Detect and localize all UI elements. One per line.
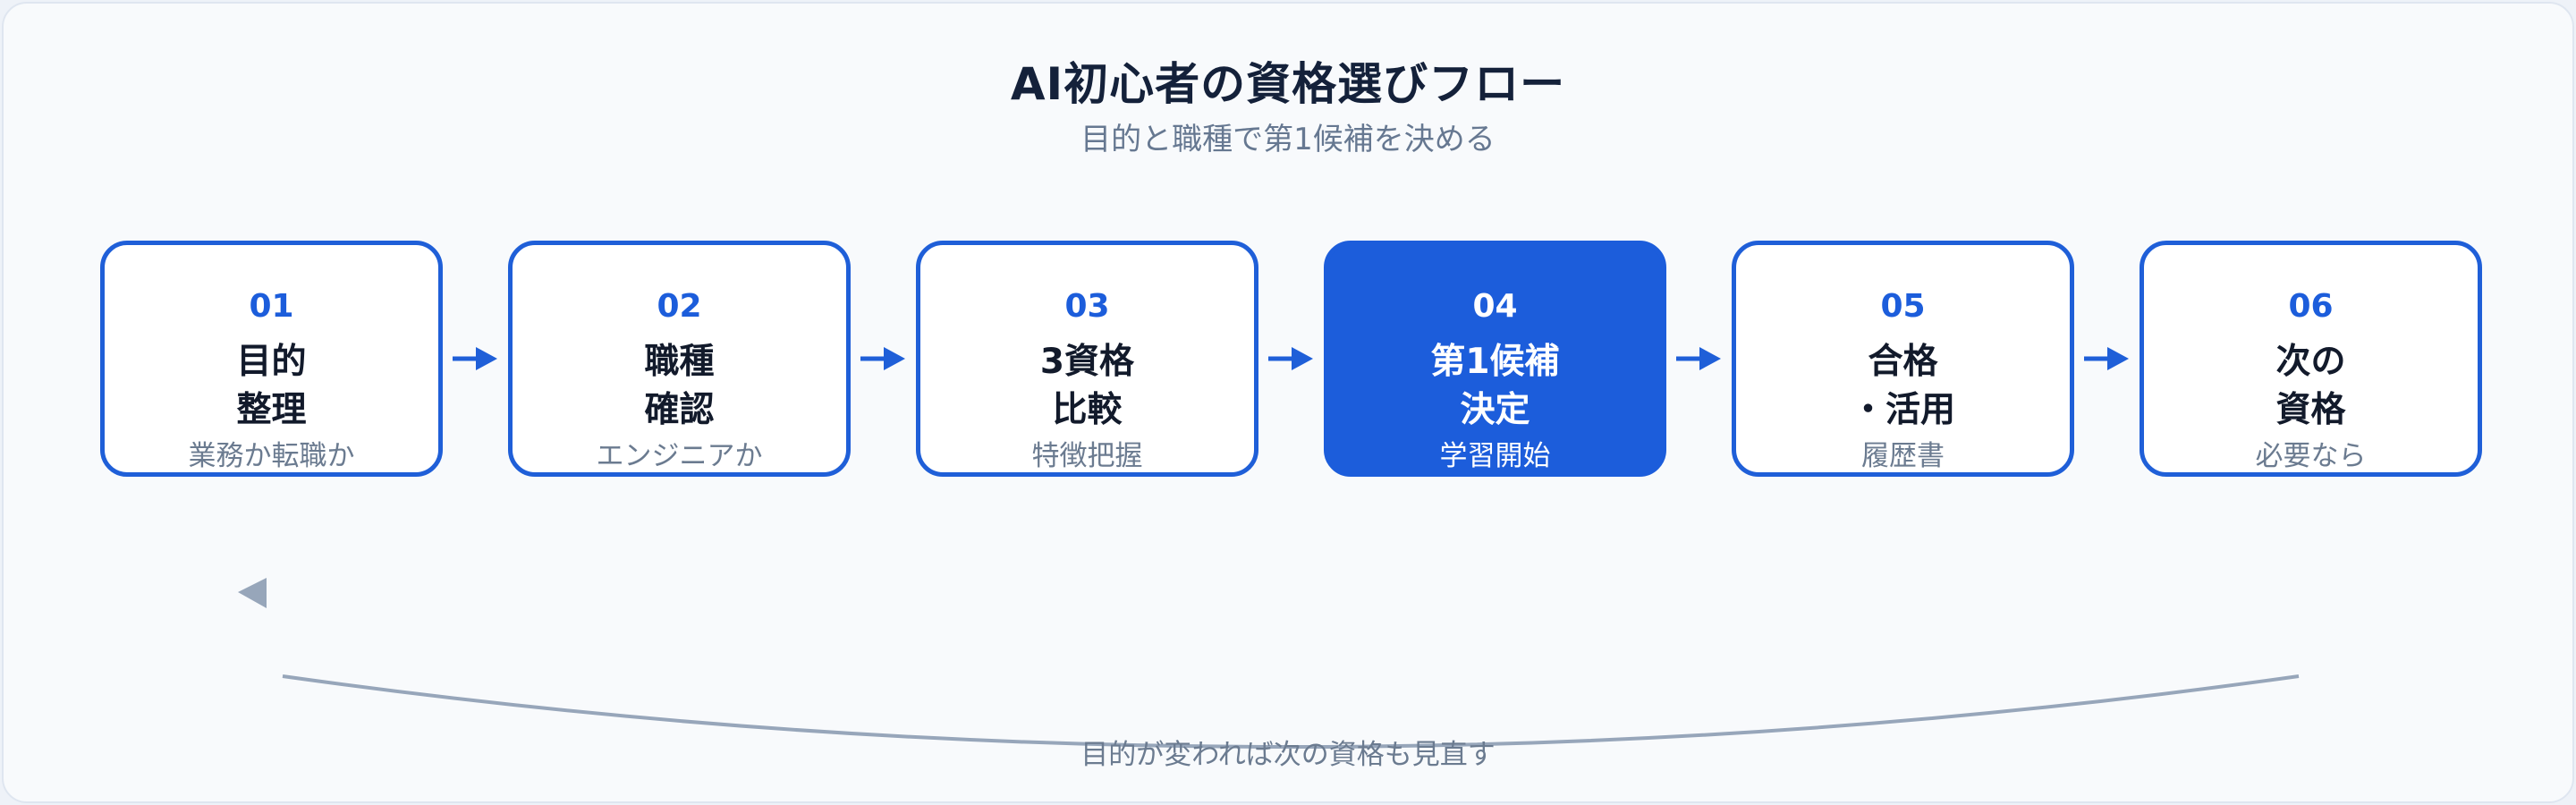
step-01-number: 01 bbox=[249, 288, 294, 325]
step-05-note: 履歴書 bbox=[1861, 440, 1945, 472]
step-05-label: 合格 ・活用 bbox=[1736, 338, 2070, 435]
step-01-box: 01 目的 整理 業務か転職か bbox=[100, 241, 443, 477]
diagram-subtitle: 目的と職種で第1候補を決める bbox=[1080, 122, 1496, 157]
step-06-note: 必要なら bbox=[2255, 440, 2367, 472]
step-04-number: 04 bbox=[1472, 288, 1518, 325]
step-06-box: 06 次の 資格 必要なら bbox=[2140, 241, 2482, 477]
step-03-number: 03 bbox=[1064, 288, 1110, 325]
step-01-note: 業務か転職か bbox=[188, 440, 355, 472]
step-03-box: 03 3資格 比較 特徴把握 bbox=[916, 241, 1258, 477]
step-06-label-line2: 資格 bbox=[2275, 390, 2346, 430]
step-06-label: 次の 資格 bbox=[2144, 338, 2478, 435]
step-02-label-line2: 確認 bbox=[644, 390, 715, 430]
arrow-right-icon bbox=[1268, 347, 1313, 370]
step-05-label-line2: ・活用 bbox=[1850, 390, 1955, 430]
step-05-number: 05 bbox=[1880, 288, 1926, 325]
step-04-note: 学習開始 bbox=[1439, 440, 1551, 472]
step-06-number: 06 bbox=[2288, 288, 2334, 325]
step-02-box: 02 職種 確認 エンジニアか bbox=[508, 241, 851, 477]
step-01-label-line2: 整理 bbox=[236, 390, 307, 430]
step-01-label: 目的 整理 bbox=[105, 338, 438, 435]
step-03-label-line2: 比較 bbox=[1052, 390, 1123, 430]
step-03-label: 3資格 比較 bbox=[920, 338, 1254, 435]
step-05-box: 05 合格 ・活用 履歴書 bbox=[1732, 241, 2074, 477]
step-04-label-line1: 第1候補 bbox=[1430, 342, 1560, 382]
arrow-left-icon bbox=[238, 578, 267, 608]
step-03-note: 特徴把握 bbox=[1031, 440, 1143, 472]
arrow-right-icon bbox=[1676, 347, 1721, 370]
feedback-loop-label: 目的が変われば次の資格も見直す bbox=[1080, 739, 1496, 771]
diagram-title: AI初心者の資格選びフロー bbox=[1010, 58, 1566, 110]
step-02-label: 職種 確認 bbox=[513, 338, 846, 435]
step-06-label-line1: 次の bbox=[2275, 342, 2346, 382]
arrow-right-icon bbox=[2084, 347, 2129, 370]
step-05-label-line1: 合格 bbox=[1868, 342, 1938, 382]
step-02-label-line1: 職種 bbox=[644, 342, 715, 382]
step-04-box-active: 04 第1候補 決定 学習開始 bbox=[1324, 241, 1666, 477]
step-01-label-line1: 目的 bbox=[236, 342, 307, 382]
step-04-label-line2: 決定 bbox=[1460, 390, 1530, 430]
arrow-right-icon bbox=[453, 347, 497, 370]
step-02-number: 02 bbox=[657, 288, 702, 325]
step-04-label: 第1候補 決定 bbox=[1328, 338, 1662, 435]
step-03-label-line1: 3資格 bbox=[1039, 342, 1135, 382]
step-02-note: エンジニアか bbox=[596, 440, 763, 472]
arrow-right-icon bbox=[860, 347, 905, 370]
